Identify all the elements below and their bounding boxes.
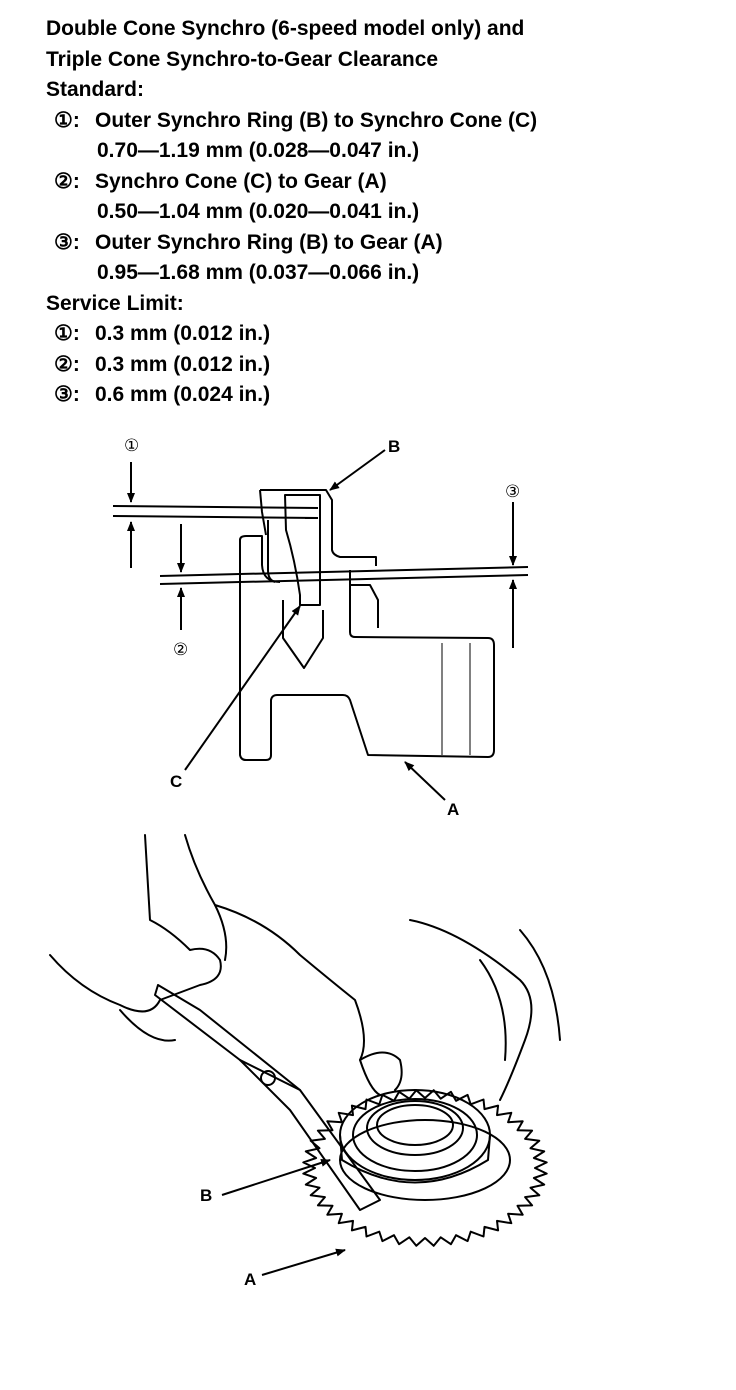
item-desc: Outer Synchro Ring (B) to Synchro Cone (… [95,108,538,132]
label-b: B [200,1186,212,1205]
standard-item-1: ①: Outer Synchro Ring (B) to Synchro Cone… [46,106,726,137]
heading-line-1: Double Cone Synchro (6-speed model only)… [46,17,525,40]
clearance-section-diagram: ① ② ③ B C A [112,436,529,819]
synchro-ring-b [339,1089,491,1181]
item-value: 0.3 mm (0.012 in.) [95,352,271,376]
gear-a-outline [239,540,495,761]
item-number: ①: [54,108,80,132]
standard-item-1-value: 0.70—1.19 mm (0.028—0.047 in.) [97,139,420,162]
gear-a-teeth [302,1089,548,1247]
limit-item-2: ②: 0.3 mm (0.012 in.) [46,350,726,381]
item-value: 0.3 mm (0.012 in.) [95,322,271,345]
limit-item-1: ①: 0.3 mm (0.012 in.) [46,319,726,350]
item-number: ③: [54,383,80,406]
feeler-gauge [154,984,381,1211]
item-desc: Synchro Cone (C) to Gear (A) [95,169,387,193]
item-number: ③: [54,230,80,254]
standard-item-2: ②: Synchro Cone (C) to Gear (A) [46,167,726,198]
label-b: B [388,437,400,456]
standard-item-3: ③: Outer Synchro Ring (B) to Gear (A) [46,228,726,259]
standard-item-2-value: 0.50—1.04 mm (0.020—0.041 in.) [97,200,420,223]
service-limit-label: Service Limit: [46,291,184,315]
spec-text: Double Cone Synchro (6-speed model only)… [46,14,726,411]
heading-line-2: Triple Cone Synchro-to-Gear Clearance [46,47,439,71]
label-a: A [447,800,459,819]
label-c: C [170,772,182,791]
label-a: A [244,1270,256,1289]
synchro-cone-c [284,494,321,606]
item-desc: Outer Synchro Ring (B) to Gear (A) [95,230,443,254]
standard-label: Standard: [46,78,145,101]
marker-1: ① [124,436,139,456]
item-value: 0.6 mm (0.024 in.) [95,383,271,406]
item-number: ①: [54,322,80,345]
marker-3: ③ [505,482,520,502]
synchro-ring-b [260,489,377,566]
marker-2: ② [173,640,188,660]
standard-item-3-value: 0.95—1.68 mm (0.037—0.066 in.) [97,261,420,284]
limit-item-3: ③: 0.6 mm (0.024 in.) [46,380,726,411]
item-number: ②: [54,352,80,376]
item-number: ②: [54,169,80,193]
